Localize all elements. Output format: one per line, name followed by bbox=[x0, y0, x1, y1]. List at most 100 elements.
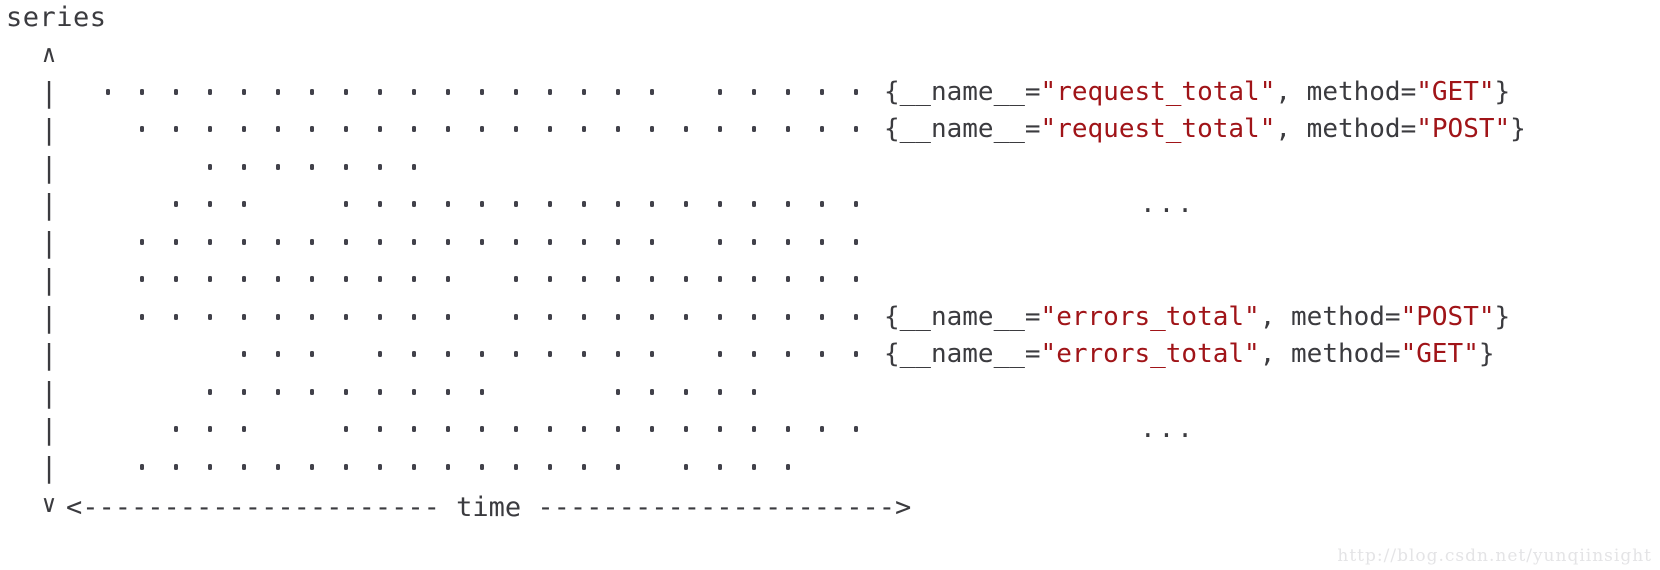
sample-dot bbox=[718, 426, 722, 432]
sample-dot bbox=[616, 276, 620, 282]
sample-dot bbox=[208, 313, 212, 320]
y-axis-arrow-up-icon: ∧ bbox=[41, 40, 57, 68]
sample-dot bbox=[650, 238, 654, 245]
sample-dot bbox=[208, 88, 212, 95]
series-label: {__name__="request_total", method="POST"… bbox=[884, 111, 1526, 149]
sample-dot bbox=[786, 313, 790, 320]
series-dot-row bbox=[0, 149, 880, 187]
sample-dot bbox=[378, 351, 382, 357]
y-axis-label: series bbox=[6, 2, 107, 33]
sample-dot bbox=[378, 388, 382, 395]
sample-dot bbox=[650, 201, 654, 207]
sample-dot bbox=[616, 88, 620, 95]
sample-dot bbox=[752, 276, 756, 282]
sample-dot bbox=[174, 276, 178, 282]
sample-dot bbox=[514, 351, 518, 357]
sample-dot bbox=[582, 126, 586, 132]
sample-dot bbox=[684, 126, 688, 132]
y-axis-tick: | bbox=[40, 75, 58, 109]
sample-dot bbox=[242, 201, 246, 207]
sample-dot bbox=[208, 276, 212, 282]
sample-dot bbox=[242, 126, 246, 132]
sample-dot bbox=[786, 426, 790, 432]
sample-dot bbox=[616, 313, 620, 320]
sample-dot bbox=[344, 463, 348, 470]
sample-dot bbox=[208, 463, 212, 470]
sample-dot bbox=[786, 88, 790, 95]
sample-dot bbox=[412, 313, 416, 320]
sample-dot bbox=[548, 201, 552, 207]
sample-dot bbox=[480, 238, 484, 245]
sample-dot bbox=[446, 88, 450, 95]
sample-dot bbox=[650, 426, 654, 432]
label-string-literal: "GET" bbox=[1416, 76, 1495, 107]
label-syntax: , method= bbox=[1275, 114, 1417, 144]
sample-dot bbox=[718, 88, 722, 95]
sample-dot bbox=[378, 126, 382, 132]
sample-dot bbox=[140, 313, 144, 320]
sample-dot bbox=[174, 201, 178, 207]
sample-dot bbox=[174, 88, 178, 95]
label-syntax: {__name__= bbox=[884, 339, 1041, 369]
sample-dot bbox=[854, 238, 858, 245]
sample-dot bbox=[310, 276, 314, 282]
sample-dot bbox=[344, 426, 348, 432]
sample-dot bbox=[310, 163, 314, 170]
sample-dot bbox=[582, 426, 586, 432]
sample-dot bbox=[582, 463, 586, 470]
sample-dot bbox=[208, 126, 212, 132]
sample-dot bbox=[310, 88, 314, 95]
sample-dot bbox=[140, 126, 144, 132]
sample-dot bbox=[412, 426, 416, 432]
sample-dot bbox=[684, 426, 688, 432]
sample-dot bbox=[650, 126, 654, 132]
sample-dot bbox=[344, 88, 348, 95]
sample-dot bbox=[276, 88, 280, 95]
sample-dot bbox=[276, 238, 280, 245]
sample-dot bbox=[344, 313, 348, 320]
sample-dot bbox=[242, 313, 246, 320]
sample-dot bbox=[242, 426, 246, 432]
sample-dot bbox=[854, 313, 858, 320]
sample-dot bbox=[820, 201, 824, 207]
sample-dot bbox=[514, 126, 518, 132]
sample-dot bbox=[548, 351, 552, 357]
sample-dot bbox=[412, 163, 416, 170]
sample-dot bbox=[446, 388, 450, 395]
sample-dot bbox=[650, 388, 654, 395]
sample-dot bbox=[480, 426, 484, 432]
sample-dot bbox=[582, 351, 586, 357]
sample-dot bbox=[344, 163, 348, 170]
sample-dot bbox=[514, 426, 518, 432]
sample-dot bbox=[684, 201, 688, 207]
series-label-list: {__name__="request_total", method="GET"}… bbox=[884, 36, 1660, 466]
sample-dot bbox=[412, 463, 416, 470]
sample-dot bbox=[650, 88, 654, 95]
y-axis-tick: | bbox=[40, 263, 58, 296]
sample-dot bbox=[514, 238, 518, 245]
sample-dot bbox=[854, 126, 858, 132]
sample-dot bbox=[514, 201, 518, 207]
sample-dot bbox=[174, 126, 178, 132]
sample-dot bbox=[582, 201, 586, 207]
sample-dot bbox=[480, 351, 484, 357]
label-syntax: {__name__= bbox=[884, 114, 1041, 144]
sample-dot bbox=[208, 238, 212, 245]
sample-dot bbox=[276, 351, 280, 357]
sample-dot bbox=[480, 88, 484, 95]
sample-dot bbox=[174, 313, 178, 320]
sample-dot bbox=[684, 313, 688, 320]
sample-dot bbox=[310, 388, 314, 395]
sample-dot bbox=[854, 426, 858, 432]
y-axis-tick: | bbox=[40, 375, 58, 409]
sample-dot bbox=[242, 351, 246, 357]
sample-dot bbox=[412, 276, 416, 282]
sample-dot bbox=[582, 313, 586, 320]
sample-dot bbox=[548, 88, 552, 95]
sample-dot bbox=[514, 88, 518, 95]
sample-dot bbox=[854, 201, 858, 207]
sample-dot bbox=[650, 313, 654, 320]
series-ellipsis: ... bbox=[1140, 189, 1196, 219]
y-axis-tick: | bbox=[40, 300, 58, 334]
sample-dot bbox=[582, 276, 586, 282]
